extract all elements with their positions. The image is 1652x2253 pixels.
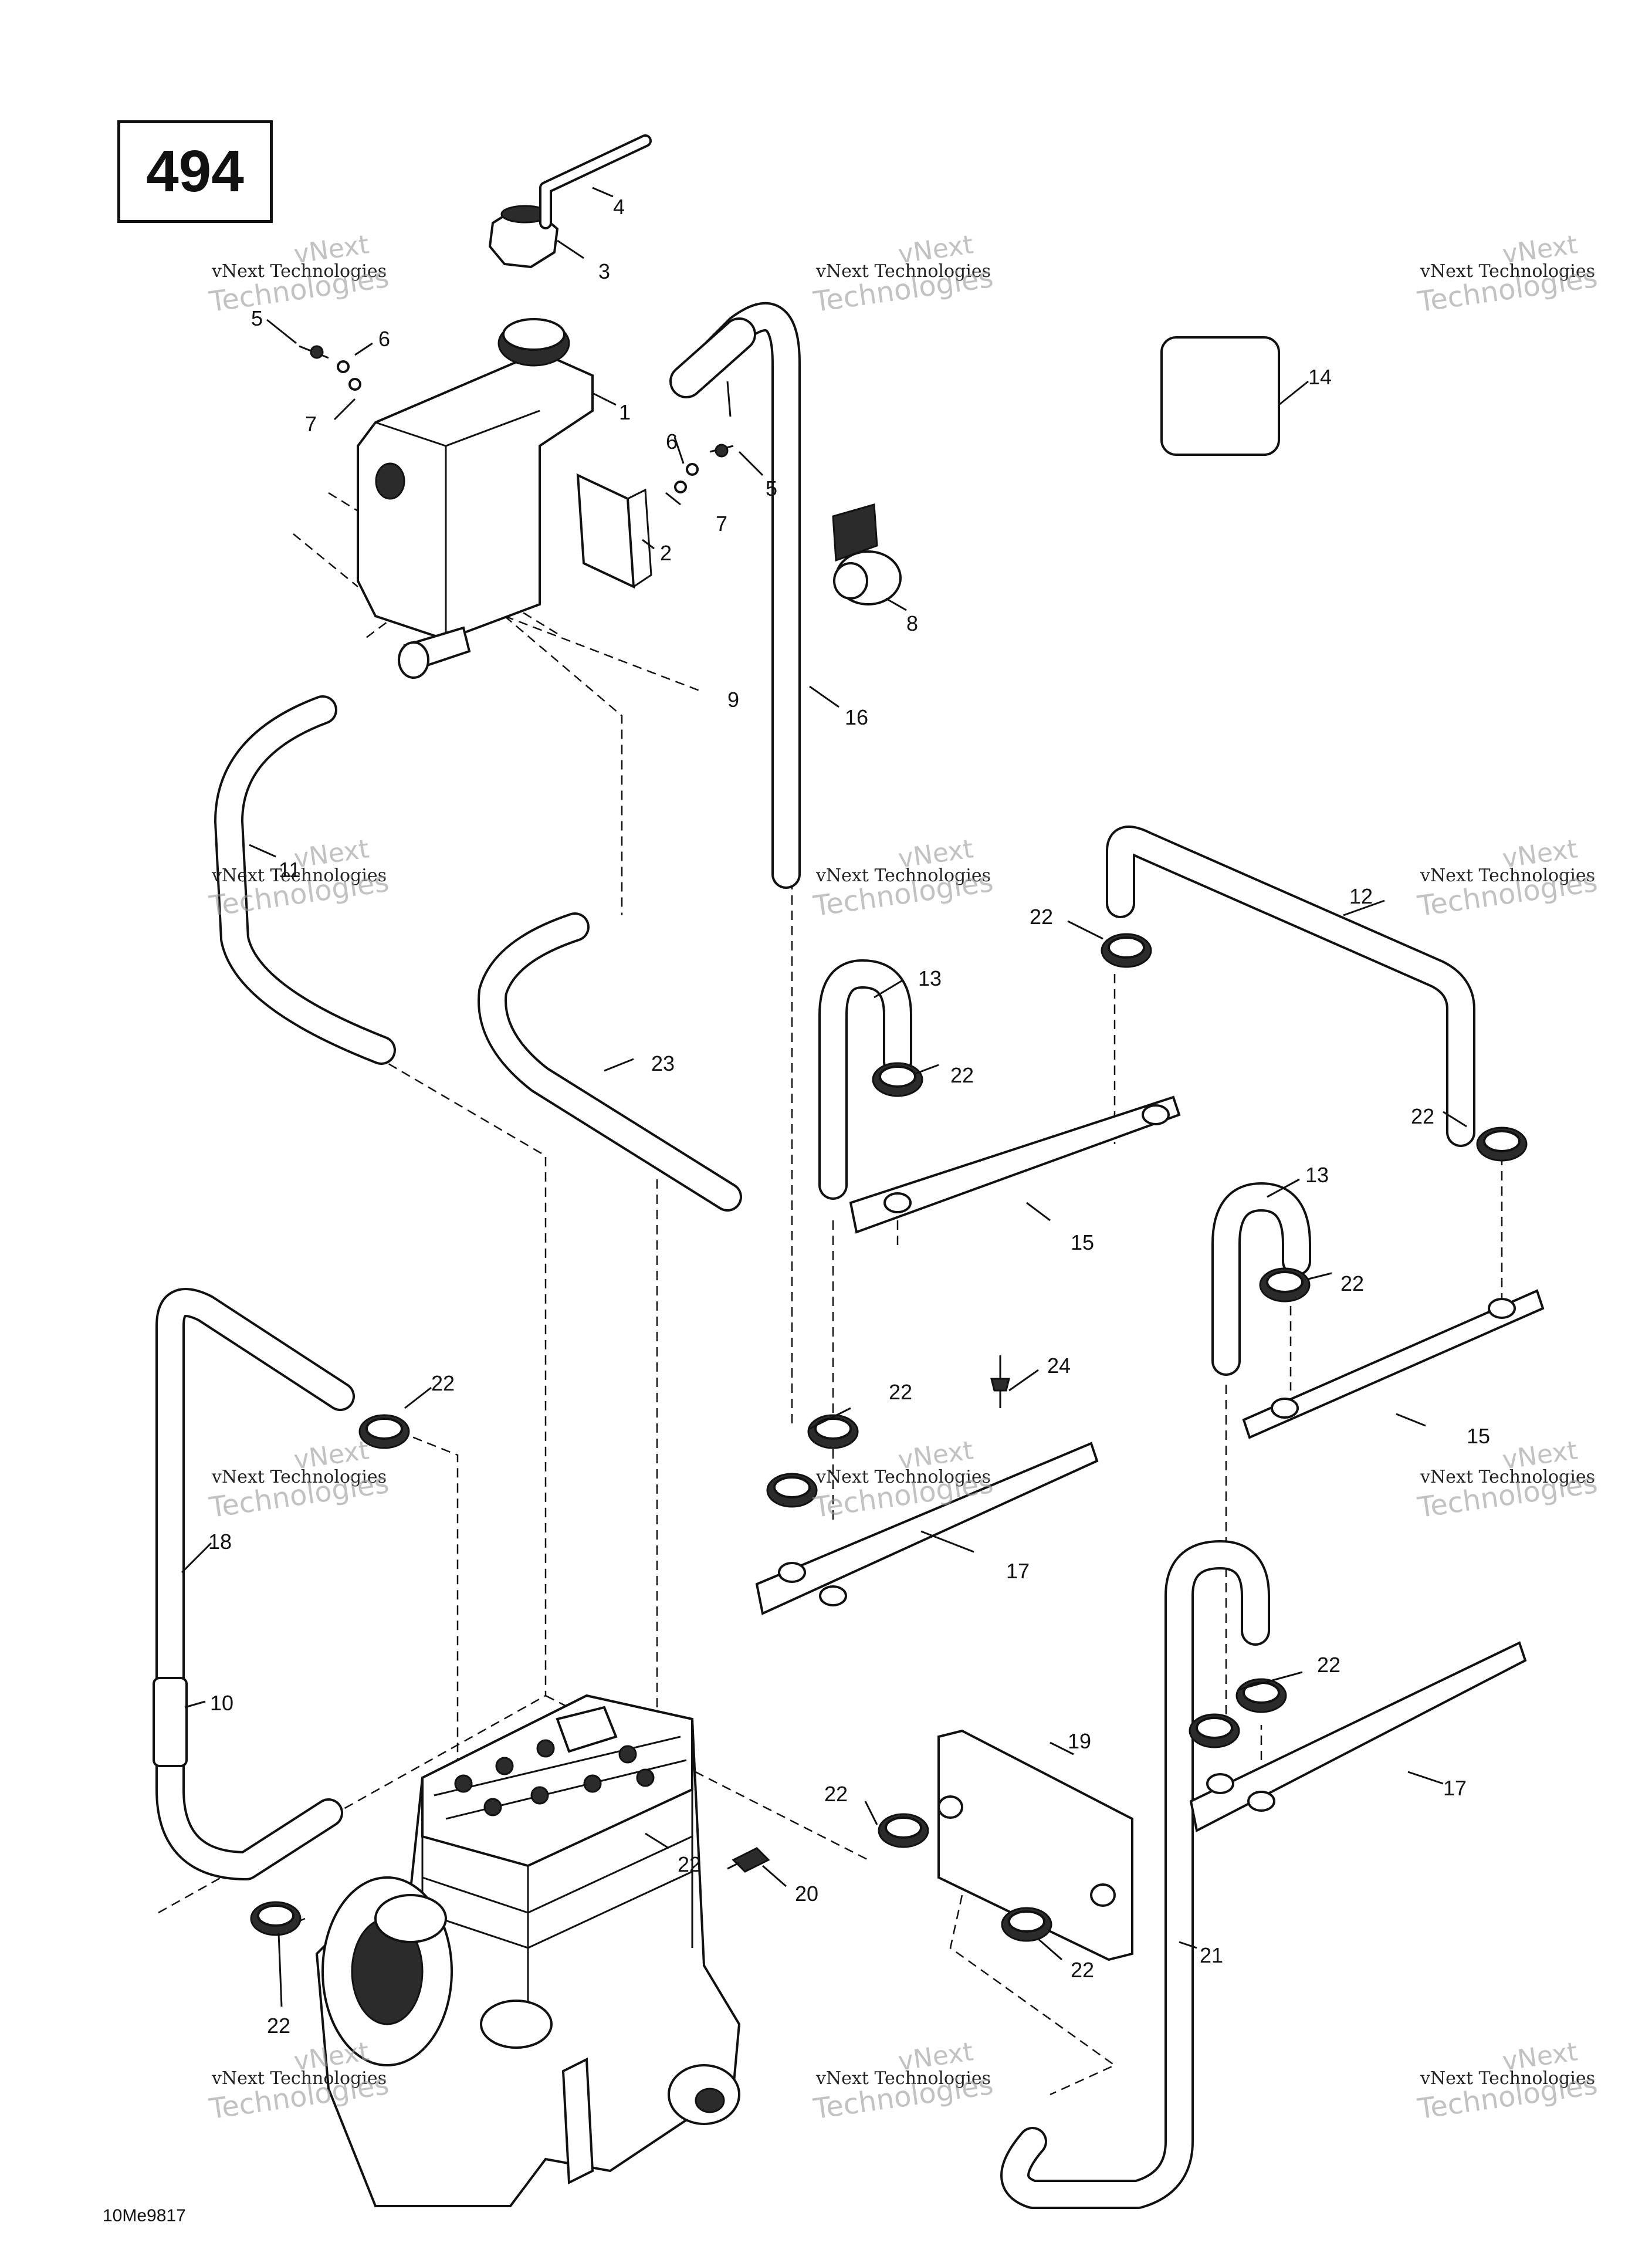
callout-2: 2 (660, 541, 672, 565)
callout-7-left: 7 (305, 412, 317, 436)
callout-22-k: 22 (267, 2014, 290, 2038)
callout-14: 14 (1308, 365, 1332, 389)
hose-support-bracket (832, 503, 902, 605)
callout-15-lower: 15 (1467, 1424, 1490, 1448)
callout-4: 4 (613, 195, 625, 219)
callout-5-left: 5 (251, 306, 263, 330)
callout-6-right: 6 (666, 429, 678, 454)
callout-22-b: 22 (950, 1063, 974, 1087)
watermark-5: vNext vNext Technologies Technologies (780, 834, 1027, 927)
callout-22-i: 22 (678, 1852, 701, 1876)
callout-24: 24 (1047, 1354, 1071, 1378)
bleeder-screw (990, 1355, 1010, 1408)
hoses (153, 302, 1475, 2209)
drawing-code: 10Me9817 (103, 2206, 186, 2225)
watermark-3: vNext vNext Technologies Technologies (1384, 229, 1631, 323)
callout-1: 1 (619, 400, 631, 424)
watermark-line2: vNext Technologies (815, 865, 991, 886)
callout-5-right: 5 (766, 476, 777, 500)
fastener-set-right (674, 444, 734, 493)
callout-7-right: 7 (716, 512, 727, 536)
decal-square (1160, 336, 1280, 456)
callout-11: 11 (279, 858, 300, 882)
callout-21: 21 (1200, 1943, 1223, 1967)
temperature-sensor (727, 1847, 770, 1873)
fastener-set-left (299, 345, 361, 391)
callout-22-f: 22 (889, 1380, 912, 1404)
cooler-plates (755, 1095, 1545, 1961)
watermark-line2: vNext Technologies (211, 261, 387, 282)
engine-block (315, 1694, 741, 2207)
callout-16: 16 (845, 705, 868, 729)
callout-6-left: 6 (378, 327, 390, 351)
callout-13-upper: 13 (918, 966, 942, 990)
callout-22-a: 22 (1030, 905, 1053, 929)
callout-23: 23 (651, 1051, 675, 1075)
callout-22-c: 22 (1411, 1104, 1434, 1128)
callout-17-lower: 17 (1443, 1776, 1467, 1800)
watermark-line2: vNext Technologies (1420, 865, 1595, 886)
callout-15-upper: 15 (1071, 1230, 1094, 1254)
watermark-2: vNext vNext Technologies Technologies (780, 229, 1027, 323)
watermark-line2: vNext Technologies (211, 1467, 387, 1487)
reservoir-bracket (576, 473, 652, 589)
callout-13-lower: 13 (1305, 1163, 1329, 1187)
watermark-4: vNext vNext Technologies Technologies (176, 834, 422, 927)
callout-12: 12 (1349, 884, 1373, 908)
callout-19: 19 (1068, 1729, 1091, 1753)
watermark-line2: vNext Technologies (1420, 2068, 1595, 2089)
watermark-line2: vNext Technologies (815, 1467, 991, 1487)
callout-22-e: 22 (431, 1371, 455, 1395)
callout-10: 10 (210, 1691, 233, 1715)
watermark-12: vNext vNext Technologies Technologies (1384, 2037, 1631, 2130)
watermark-line2: vNext Technologies (211, 865, 387, 886)
callout-labels: 4 3 5 6 7 1 6 5 7 2 8 14 9 16 11 12 22 1… (208, 195, 1490, 2038)
callout-22-d: 22 (1340, 1271, 1364, 1295)
watermark-7: vNext vNext Technologies Technologies (176, 1435, 422, 1528)
watermark-line2: vNext Technologies (211, 2068, 387, 2089)
watermark-11: vNext vNext Technologies Technologies (780, 2037, 1027, 2130)
callout-18: 18 (208, 1530, 232, 1554)
callout-20: 20 (795, 1882, 818, 1906)
watermark-line2: vNext Technologies (815, 261, 991, 282)
callout-9: 9 (727, 688, 739, 712)
watermark-1: vNext vNext Technologies Technologies (176, 229, 422, 323)
watermark-line2: vNext Technologies (1420, 1467, 1595, 1487)
page-number: 494 (146, 138, 244, 204)
callout-3: 3 (598, 259, 610, 283)
callout-22-h: 22 (824, 1782, 848, 1806)
callout-22-j: 22 (1071, 1958, 1094, 1982)
watermark-9: vNext vNext Technologies Technologies (1384, 1435, 1631, 1528)
coolant-reservoir (357, 318, 594, 679)
callout-8: 8 (906, 611, 918, 635)
vent-hose (539, 134, 652, 229)
watermark-8: vNext vNext Technologies Technologies (780, 1435, 1027, 1528)
page-number-box: 494 (117, 120, 273, 223)
watermark-10: vNext vNext Technologies Technologies (176, 2037, 422, 2130)
callout-17-upper: 17 (1006, 1559, 1030, 1583)
watermark-6: vNext vNext Technologies Technologies (1384, 834, 1631, 927)
watermark-line2: vNext Technologies (1420, 261, 1595, 282)
watermark-line2: vNext Technologies (815, 2068, 991, 2089)
leader-lines (181, 187, 1467, 2007)
callout-22-g: 22 (1317, 1653, 1340, 1677)
